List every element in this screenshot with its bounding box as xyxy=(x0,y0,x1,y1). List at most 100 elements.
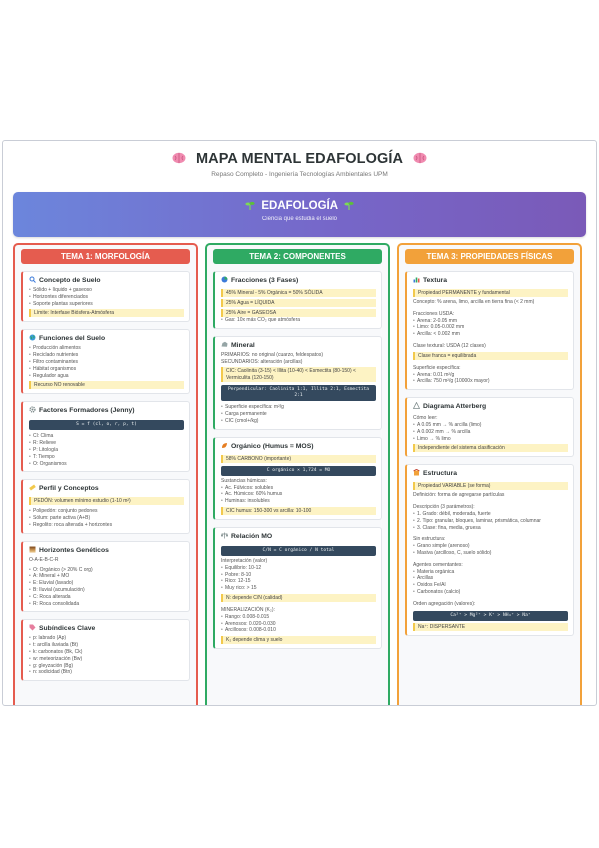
list-item: Arcilla: 750 m²/g (10000x mayor) xyxy=(413,378,568,385)
list-item: Regolito: roca alterada + horizontes xyxy=(29,522,184,529)
highlight-note: 25% Aire = GASEOSA xyxy=(221,309,376,317)
formula-box: S = f (cl, o, r, p, t) xyxy=(29,420,184,431)
card-horizontes: Horizontes Genéticos O-A-E-B-C-R O: Orgá… xyxy=(21,540,190,613)
list-item: k: carbonatos (Bk, Ck) xyxy=(29,649,184,656)
text-line: Cómo leer: xyxy=(413,415,438,422)
list-item: n: sodicidad (Btn) xyxy=(29,669,184,676)
highlight-note: Na⁺: DISPERSANTE xyxy=(413,622,568,631)
formula-box: Ca²⁺ > Mg²⁺ > K⁺ > NH₄⁺ > Na⁺ xyxy=(413,610,568,621)
card-title: Subíndices Clave xyxy=(39,625,96,633)
highlight-note: CIC humus: 150-300 vs arcilla: 10-100 xyxy=(221,506,376,515)
card-title: Estructura xyxy=(423,470,457,478)
rock-icon xyxy=(221,341,228,348)
leaf-icon xyxy=(221,442,228,449)
list-item: Sólum: parte activa (A+B) xyxy=(29,515,184,522)
card-title: Textura xyxy=(423,277,448,284)
highlight-note: Independiente del sistema clasificación xyxy=(413,444,568,453)
list-item: Arcillas xyxy=(413,575,568,582)
card-mineral: Mineral PRIMARIOS: no original (cuarzo, … xyxy=(213,335,382,430)
text-line: Interpretación (valor) xyxy=(221,557,268,564)
list-item: Arena: 2-0.05 mm xyxy=(413,318,568,325)
list-item: Soporte plantas superiores xyxy=(29,301,184,308)
card-relacion-mo: Relación MO C/N = C orgánico / N total I… xyxy=(213,526,382,650)
highlight-note: PEDÓN: volumen mínimo estudio (1-10 m²) xyxy=(29,497,184,506)
list-item: t: arcilla iluviada (Bt) xyxy=(29,642,184,649)
highlight-note: Recurso NO renovable xyxy=(29,381,184,390)
page-title: MAPA MENTAL EDAFOLOGÍA xyxy=(195,151,404,167)
page-subtitle: Repaso Completo - Ingeniería Tecnologías… xyxy=(211,171,388,178)
list-item: Huminas: insolubles xyxy=(221,498,376,505)
list-item: Sólido + líquido + gaseoso xyxy=(29,287,184,294)
list-item: Equilibrio: 10-12 xyxy=(221,565,376,572)
list-item: Filtro contaminantes xyxy=(29,359,184,366)
pie-icon xyxy=(221,276,228,283)
list-item: Masiva (arcilloso, C, suelo sólido) xyxy=(413,550,568,557)
document-page: MAPA MENTAL EDAFOLOGÍA Repaso Completo -… xyxy=(2,140,597,706)
list-item: B: Iluvial (acumulación) xyxy=(29,587,184,594)
card-title: Horizontes Genéticos xyxy=(39,546,109,554)
list-item: Materia orgánica xyxy=(413,569,568,576)
list-item: CIC (cmol+/kg) xyxy=(221,418,376,425)
list-item: Gas: 10x más CO₂ que atmósfera xyxy=(221,317,376,324)
list-item: A 0.05 mm → % arcilla (limo) xyxy=(413,422,568,429)
card-perfil-conceptos: Perfil y Conceptos PEDÓN: volumen mínimo… xyxy=(21,479,190,534)
card-funciones-suelo: Funciones del Suelo Producción alimentos… xyxy=(21,329,190,395)
list-item: Óxidos Fe/Al xyxy=(413,582,568,589)
card-title: Factores Formadores (Jenny) xyxy=(39,407,135,415)
list-item: Pobre: 8-10 xyxy=(221,572,376,579)
text-line: Fracciones USDA: xyxy=(413,310,455,317)
highlight-note: CIC: Caolinita (3-15) < Illita (10-40) <… xyxy=(221,367,376,383)
highlight-note: 58% CARBONO (importante) xyxy=(221,454,376,463)
text-line: Definición: forma de agregarse partícula… xyxy=(413,492,505,499)
list-item: Muy rico: > 15 xyxy=(221,585,376,592)
card-title: Concepto de Suelo xyxy=(39,277,101,284)
list-item: R: Roca consolidada xyxy=(29,601,184,608)
list-item: Carga permanente xyxy=(221,411,376,418)
list-item: Regulador agua xyxy=(29,373,184,380)
highlight-note: 25% Agua = LÍQUIDA xyxy=(221,299,376,307)
globe-icon xyxy=(29,334,36,341)
magnifier-icon xyxy=(29,276,36,283)
list-item: Ác. Fúlvicos: solubles xyxy=(221,485,376,492)
column-componentes: TEMA 2: COMPONENTES Fracciones (3 Fases)… xyxy=(205,243,390,705)
text-line: MINERALIZACIÓN (K₂): xyxy=(221,606,275,613)
list-item: Ác. Húmicos: 60% humus xyxy=(221,491,376,498)
sprout-icon xyxy=(245,200,255,210)
text-line: Agentes cementantes: xyxy=(413,561,463,568)
list-item: Carbonatos (calcio) xyxy=(413,589,568,596)
text-line: PRIMARIOS: no original (cuarzo, feldespa… xyxy=(221,351,323,358)
list-item: w: meteorización (Bw) xyxy=(29,656,184,663)
list-item: R: Relieve xyxy=(29,440,184,447)
text-line: SECUNDARIOS: alteración (arcillas) xyxy=(221,358,303,365)
topic-columns: TEMA 1: MORFOLOGÍA Concepto de Suelo Sól… xyxy=(13,243,586,705)
tag-icon xyxy=(29,624,36,631)
highlight-note: N: depende C/N (calidad) xyxy=(221,593,376,602)
triangle-icon xyxy=(413,402,420,410)
formula-box: C/N = C orgánico / N total xyxy=(221,545,376,556)
column-header: TEMA 3: PROPIEDADES FÍSICAS xyxy=(405,249,574,264)
list-item: Producción alimentos xyxy=(29,345,184,352)
column-header: TEMA 1: MORFOLOGÍA xyxy=(21,249,190,264)
list-item: C: Roca alterada xyxy=(29,594,184,601)
gear-icon xyxy=(29,406,36,413)
list-item: A: Mineral + MO xyxy=(29,573,184,580)
list-item: O: Organismos xyxy=(29,461,184,468)
card-organico: Orgánico (Humus = MOS) 58% CARBONO (impo… xyxy=(213,436,382,520)
highlight-note: 45% Mineral - 5% Orgánica = 50% SÓLIDA xyxy=(221,289,376,297)
list-item: Superficie específica: m²/g xyxy=(221,404,376,411)
highlight-note: Propiedad VARIABLE (se forma) xyxy=(413,482,568,491)
highlight-note: Propiedad PERMANENTE y fundamental xyxy=(413,289,568,297)
chart-icon xyxy=(413,276,420,283)
card-diagrama: Diagrama Atterberg Cómo leer: A 0.05 mm … xyxy=(405,397,574,458)
column-header: TEMA 2: COMPONENTES xyxy=(213,249,382,264)
text-line: Sin estructura: xyxy=(413,536,446,543)
text-line: Sustancias húmicas: xyxy=(221,477,267,484)
list-item: Hábitat organismos xyxy=(29,366,184,373)
card-title: Funciones del Suelo xyxy=(39,335,106,343)
list-item: p: labrado (Ap) xyxy=(29,635,184,642)
list-item: Polipedón: conjunto pedones xyxy=(29,508,184,515)
balance-icon xyxy=(221,532,228,539)
list-item: Limo → % limo xyxy=(413,436,568,443)
list-item: Horizontes diferenciados xyxy=(29,294,184,301)
card-title: Diagrama Atterberg xyxy=(423,403,487,411)
